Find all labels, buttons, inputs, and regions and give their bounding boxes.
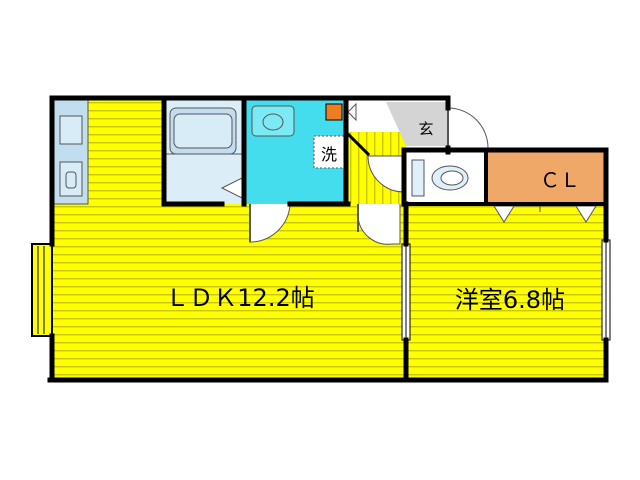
toilet-room xyxy=(406,152,486,204)
closet-label: ＣＬ xyxy=(540,168,580,192)
door-swings xyxy=(220,102,405,245)
washroom: 洗 xyxy=(244,100,346,204)
entrance: 玄 xyxy=(386,102,489,149)
kitchen-counter xyxy=(53,99,89,205)
utility-box xyxy=(325,103,343,121)
entrance-label: 玄 xyxy=(418,120,433,138)
bedroom-room xyxy=(406,204,606,378)
ldk-room xyxy=(52,100,406,378)
ldk-label: ＬＤＫ12.2帖 xyxy=(165,284,314,312)
washer-label: 洗 xyxy=(321,145,337,164)
walls xyxy=(47,95,609,383)
bedroom-label: 洋室6.8帖 xyxy=(455,286,565,314)
closet: ＣＬ xyxy=(486,152,604,223)
